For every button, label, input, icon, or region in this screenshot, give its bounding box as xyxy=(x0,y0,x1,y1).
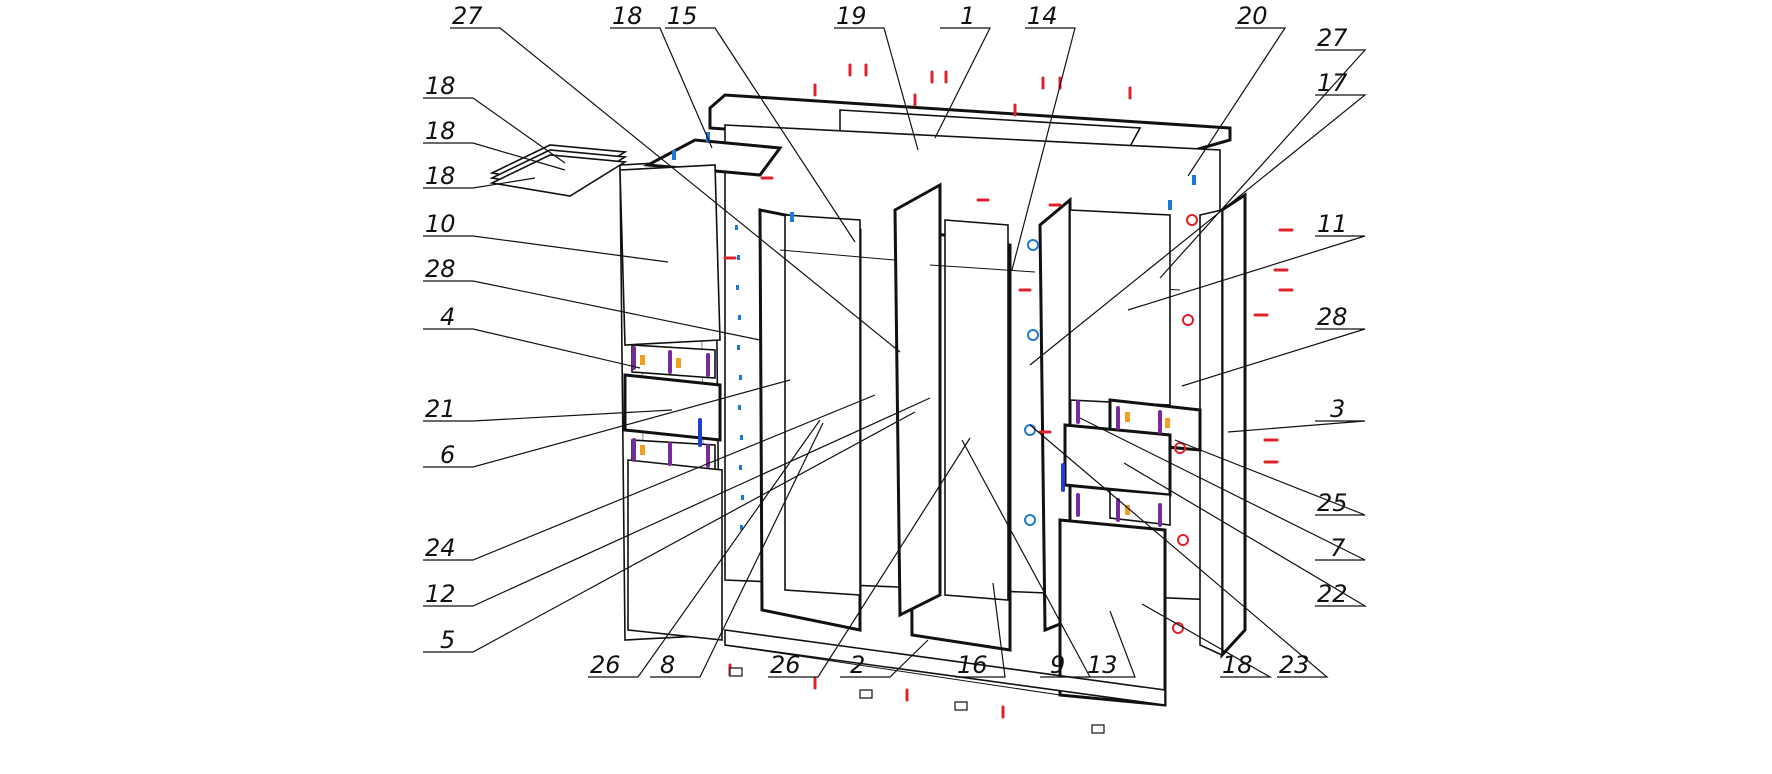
callout-6: 6 xyxy=(440,441,455,469)
callout-4: 4 xyxy=(440,303,455,331)
callout-24: 24 xyxy=(425,534,456,562)
blue-dowels xyxy=(672,132,1196,222)
callout-10: 10 xyxy=(425,210,456,238)
callout-18-left-3: 18 xyxy=(425,162,456,190)
callout-26-right: 26 xyxy=(770,651,801,679)
bottom-plinth xyxy=(724,629,1166,706)
callout-18-left-2: 18 xyxy=(425,117,456,145)
center-left-divider xyxy=(893,182,942,618)
right-side-panel xyxy=(1220,192,1247,659)
callout-labels: 27 18 15 19 1 14 20 27 17 18 18 18 10 28… xyxy=(425,2,1348,679)
right-upper-door xyxy=(1069,209,1171,406)
callout-25: 25 xyxy=(1317,489,1348,517)
callout-22: 22 xyxy=(1317,580,1348,608)
callout-17: 17 xyxy=(1317,69,1348,97)
callout-20: 20 xyxy=(1237,2,1268,30)
callout-28-left: 28 xyxy=(425,255,456,283)
shelf-stack-3 xyxy=(489,154,628,197)
left-lower-door xyxy=(627,459,723,641)
callout-26-left: 26 xyxy=(590,651,621,679)
right-drawer-2 xyxy=(1063,423,1172,497)
blue-shelf-pins xyxy=(735,225,744,530)
right-drawer-3 xyxy=(1109,489,1171,526)
callout-2: 2 xyxy=(850,651,865,679)
left-drawer-front xyxy=(623,373,722,442)
callout-13: 13 xyxy=(1087,651,1118,679)
callout-18-top: 18 xyxy=(612,2,643,30)
right-side-face xyxy=(1199,208,1223,657)
inner-frame-left xyxy=(784,214,861,596)
callout-14: 14 xyxy=(1027,2,1058,30)
callout-1: 1 xyxy=(960,2,975,30)
inner-frame-mid xyxy=(944,219,1009,601)
callout-7: 7 xyxy=(1330,534,1346,562)
callout-27-top-right: 27 xyxy=(1317,24,1348,52)
blue-drawer-handles xyxy=(698,418,1065,492)
leader-lines xyxy=(423,27,1368,678)
fasteners xyxy=(632,63,1294,734)
callout-18-bottom: 18 xyxy=(1222,651,1253,679)
callout-15: 15 xyxy=(667,2,698,30)
cabinet-structure xyxy=(489,93,1247,707)
callout-27-top-left: 27 xyxy=(452,2,483,30)
callout-23: 23 xyxy=(1279,651,1310,679)
callout-3: 3 xyxy=(1330,395,1345,423)
left-upper-door xyxy=(619,164,721,346)
callout-9: 9 xyxy=(1050,651,1065,679)
callout-19: 19 xyxy=(836,2,867,30)
callout-28-right: 28 xyxy=(1317,303,1348,331)
callout-5: 5 xyxy=(440,626,455,654)
purple-handles xyxy=(632,346,1162,527)
callout-21: 21 xyxy=(425,395,456,423)
orange-hinges xyxy=(640,355,1170,515)
callout-18-left-1: 18 xyxy=(425,72,456,100)
callout-12: 12 xyxy=(425,580,456,608)
red-cam-locks xyxy=(1172,214,1198,634)
callout-8: 8 xyxy=(660,651,675,679)
callout-11: 11 xyxy=(1317,210,1348,238)
callout-16: 16 xyxy=(957,651,988,679)
black-feet xyxy=(729,667,1105,734)
red-screws xyxy=(723,63,1294,719)
